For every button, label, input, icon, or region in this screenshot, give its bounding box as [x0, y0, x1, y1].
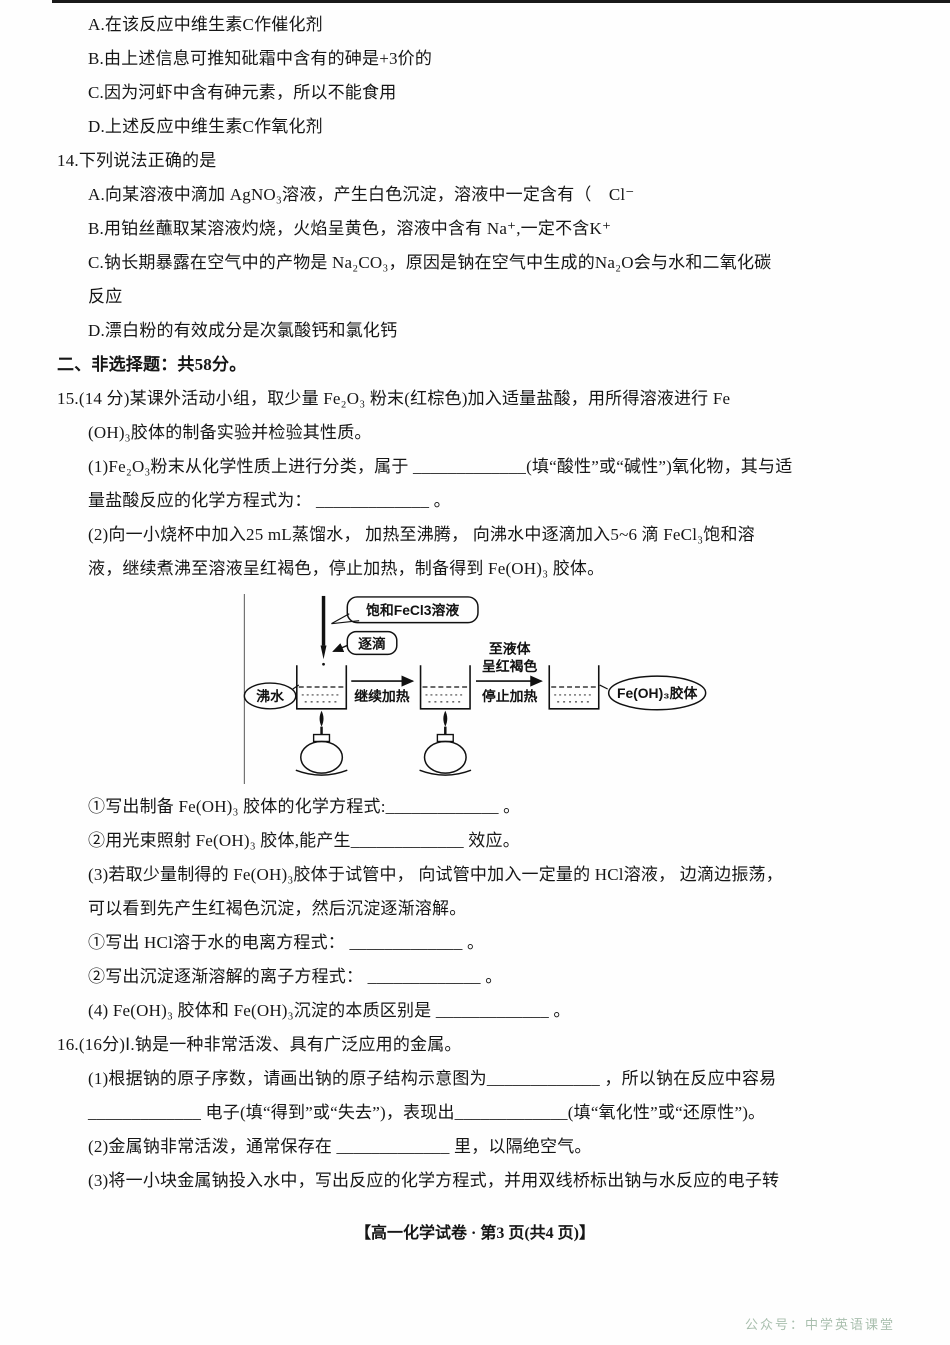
- stop-heating-label: 停止加热: [482, 688, 538, 704]
- scan-artifact-top: [52, 0, 950, 3]
- q15-line6: 液，继续煮沸至溶液呈红褐色，停止加热，制备得到 Fe(OH)₃ 胶体。: [88, 559, 605, 578]
- exam-content: A.在该反应中维生素C作催化剂 B.由上述信息可推知砒霜中含有的砷是+3价的 C…: [57, 8, 902, 1198]
- section2-header: 二、非选择题：共58分。: [57, 355, 247, 374]
- dropwise-label: 逐滴: [358, 635, 386, 651]
- q15-line7: ①写出制备 Fe(OH)₃ 胶体的化学方程式:_____________ 。: [88, 797, 521, 816]
- colloid-oval: [599, 675, 707, 711]
- q14-option-a: A.向某溶液中滴加 AgNO₃溶液，产生白色沉淀，溶液中一定含有（ Cl⁻: [88, 185, 635, 204]
- q15-line11: ①写出 HCl溶于水的电离方程式： _____________ 。: [88, 933, 485, 952]
- beaker2-icon: [419, 664, 471, 710]
- q15-line2: (OH)₃胶体的制备实验并检验其性质。: [88, 423, 372, 442]
- continue-heating-label: 继续加热: [354, 688, 410, 704]
- q16-line2: (1)根据钠的原子序数，请画出钠的原子结构示意图为_____________ ，…: [88, 1069, 777, 1088]
- q13-option-d: D.上述反应中维生素C作氧化剂: [88, 117, 323, 136]
- q14-stem: 14.下列说法正确的是: [57, 151, 217, 170]
- page-footer: 【高一化学试卷 · 第3 页(共4 页)】: [355, 1225, 595, 1242]
- q14-option-c-line2: 反应: [88, 287, 123, 306]
- q13-option-a: A.在该反应中维生素C作催化剂: [88, 15, 323, 34]
- beaker3-icon: [548, 664, 600, 710]
- q15-line8: ②用光束照射 Fe(OH)₃ 胶体,能产生_____________ 效应。: [88, 831, 520, 850]
- q14-option-b: B.用铂丝蘸取某溶液灼烧，火焰呈黄色，溶液中含有 Na⁺,一定不含K⁺: [88, 219, 612, 238]
- red-brown-label: 呈红褐色: [482, 658, 538, 674]
- fecl3-label-bubble: [331, 596, 479, 625]
- q15-line10: 可以看到先产生红褐色沉淀，然后沉淀逐渐溶解。: [88, 899, 467, 918]
- colloid-label: Fe(OH)₃胶体: [617, 685, 697, 701]
- boiling-water-label: 沸水: [256, 688, 284, 704]
- q15-line12: ②写出沉淀逐渐溶解的离子方程式： _____________ 。: [88, 967, 503, 986]
- q15-line13: (4) Fe(OH)₃ 胶体和 Fe(OH)₃沉淀的本质区别是 ________…: [88, 1001, 571, 1020]
- beaker1-icon: [296, 664, 348, 710]
- boiling-water-bubble: [243, 682, 300, 710]
- q13-option-c: C.因为河虾中含有砷元素，所以不能食用: [88, 83, 397, 102]
- q15-line4: 量盐酸反应的化学方程式为： _____________ 。: [88, 491, 451, 510]
- fecl3-label: 饱和FeCl3溶液: [366, 602, 459, 618]
- dropper-icon: [320, 595, 327, 666]
- diagram-svg: 饱和FeCl3溶液 逐滴 沸水 继续加热 至液体 呈红褐色: [243, 593, 707, 785]
- q15-line5: (2)向一小烧杯中加入25 mL蒸馏水， 加热至沸腾， 向沸水中逐滴加入5~6 …: [88, 525, 755, 544]
- q13-option-b: B.由上述信息可推知砒霜中含有的砷是+3价的: [88, 49, 433, 68]
- watermark: 公众号：中学英语课堂: [744, 1317, 895, 1332]
- dropwise-label-box: [332, 630, 398, 656]
- q16-line3: _____________ 电子(填“得到”或“失去”)，表现出________…: [88, 1103, 766, 1122]
- to-liquid-label: 至液体: [489, 640, 531, 656]
- q15-line3: (1)Fe₂O₃粉末从化学性质上进行分类，属于 _____________(填“…: [88, 457, 793, 476]
- q14-option-c-line1: C.钠长期暴露在空气中的产物是 Na₂CO₃，原因是钠在空气中生成的Na₂O会与…: [88, 253, 772, 272]
- alcohol-lamp1-icon: [294, 709, 349, 777]
- q16-line4: (2)金属钠非常活泼，通常保存在 _____________ 里，以隔绝空气。: [88, 1137, 592, 1156]
- q15-line1: 15.(14 分)某课外活动小组，取少量 Fe₂O₃ 粉末(红棕色)加入适量盐酸…: [57, 389, 731, 408]
- experiment-diagram: 饱和FeCl3溶液 逐滴 沸水 继续加热 至液体 呈红褐色: [240, 590, 710, 788]
- q15-line9: (3)若取少量制得的 Fe(OH)₃胶体于试管中， 向试管中加入一定量的 HCl…: [88, 865, 783, 884]
- q14-option-d: D.漂白粉的有效成分是次氯酸钙和氯化钙: [88, 321, 398, 340]
- alcohol-lamp2-icon: [418, 709, 473, 777]
- q16-line5: (3)将一小块金属钠投入水中，写出反应的化学方程式，并用双线桥标出钠与水反应的电…: [88, 1171, 780, 1190]
- q16-line1: 16.(16分)Ⅰ.钠是一种非常活泼、具有广泛应用的金属。: [57, 1035, 462, 1054]
